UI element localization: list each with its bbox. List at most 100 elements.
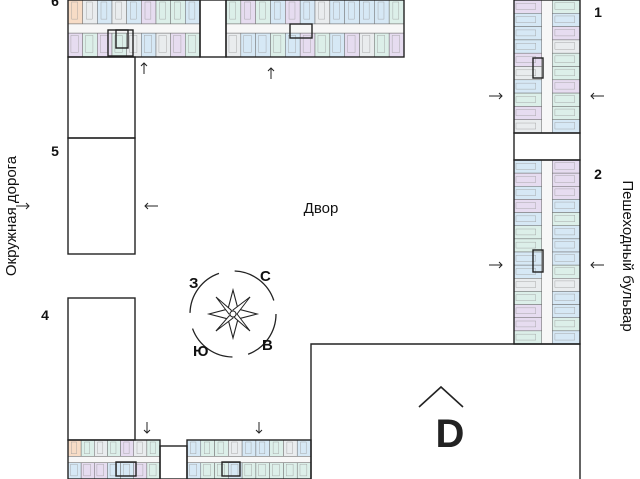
room-partition <box>258 35 267 53</box>
room-partition <box>392 1 400 20</box>
apartment-unit <box>255 439 270 457</box>
entrance-arrow <box>255 422 263 434</box>
room-partition <box>554 122 575 130</box>
room-partition <box>272 463 280 477</box>
room-partition <box>515 255 536 262</box>
apartment-unit <box>374 32 390 58</box>
room-partition <box>274 1 281 20</box>
room-partition <box>71 441 77 454</box>
room-partition <box>515 281 536 288</box>
room-partition <box>515 202 536 209</box>
apartment-unit <box>240 0 256 25</box>
room-partition <box>554 201 575 209</box>
room-partition <box>144 35 152 53</box>
apartment-unit <box>111 32 127 58</box>
room-partition <box>273 35 282 53</box>
room-partition <box>515 241 536 249</box>
room-partition <box>554 293 575 301</box>
room-partition <box>332 35 341 53</box>
room-partition <box>259 441 266 454</box>
apartment-unit <box>552 13 581 27</box>
right-road-label: Пешеходный бульвар <box>619 180 636 331</box>
apartment-unit <box>67 32 83 58</box>
apartment-unit <box>269 439 284 457</box>
entrance-arrow <box>140 62 148 74</box>
apartment-unit <box>186 462 202 479</box>
entrance-arrow <box>144 202 158 210</box>
apartment-unit <box>513 172 542 187</box>
apartment-unit <box>126 32 142 58</box>
apartment-unit <box>513 199 542 213</box>
compass-west: З <box>189 275 198 292</box>
room-partition <box>190 441 197 454</box>
apartment-unit <box>513 26 542 41</box>
room-partition <box>228 35 237 53</box>
apartment-unit <box>255 32 271 58</box>
compass-ring <box>189 270 277 358</box>
apartment-unit <box>111 0 127 25</box>
apartment-unit <box>82 32 98 58</box>
room-partition <box>554 108 575 116</box>
building-number-1: 1 <box>594 4 602 20</box>
room-partition <box>149 441 156 454</box>
room-partition <box>229 1 236 20</box>
apartment-unit <box>241 439 257 457</box>
apartment-plans <box>67 0 581 479</box>
apartment-unit <box>513 39 542 54</box>
apartment-unit <box>133 439 148 457</box>
corridor <box>67 456 161 463</box>
apartment-unit <box>552 186 581 200</box>
room-partition <box>554 267 575 275</box>
entrance-arrow <box>489 261 503 269</box>
apartment-unit <box>513 291 542 305</box>
logo-letter: D <box>436 412 465 456</box>
apartment-unit <box>552 92 581 107</box>
apartment-unit <box>225 32 242 58</box>
apartment-unit <box>552 39 581 54</box>
room-partition <box>100 1 108 20</box>
left-road-label: Окружная дорога <box>3 155 20 276</box>
room-partition <box>347 35 356 53</box>
room-partition <box>554 333 575 341</box>
apartment-unit <box>552 264 581 279</box>
room-partition <box>377 1 385 20</box>
apartment-unit <box>240 32 256 58</box>
apartment-unit <box>552 225 581 240</box>
building-5-north-section <box>67 56 136 139</box>
apartment-unit <box>296 439 312 457</box>
room-partition <box>515 176 536 183</box>
entrance-arrow <box>267 67 275 79</box>
building-1-2-gap <box>513 132 581 161</box>
building-5-south-section <box>67 137 136 255</box>
room-partition <box>515 333 536 341</box>
apartment-unit <box>155 32 171 58</box>
apartment-unit <box>200 462 215 479</box>
building-6-passage <box>199 0 227 58</box>
apartment-unit <box>513 0 542 14</box>
room-partition <box>204 441 210 454</box>
apartment-unit <box>552 119 581 134</box>
apartment-unit <box>185 0 201 25</box>
apartment-unit <box>513 225 542 240</box>
apartment-unit <box>552 291 581 305</box>
apartment-unit <box>225 0 242 25</box>
apartment-unit <box>228 439 243 457</box>
apartment-unit <box>552 26 581 41</box>
apartment-unit <box>67 439 82 457</box>
room-partition <box>258 463 266 477</box>
room-partition <box>244 1 251 20</box>
entrance-arrow <box>590 261 604 269</box>
room-partition <box>303 1 311 20</box>
apartment-unit <box>146 462 161 479</box>
room-partition <box>272 441 279 454</box>
apartment-unit <box>513 159 542 174</box>
room-partition <box>136 441 143 454</box>
room-partition <box>554 2 575 10</box>
apartment-unit <box>82 0 98 25</box>
room-partition <box>515 29 536 37</box>
apartment-unit <box>513 119 542 134</box>
room-partition <box>333 1 340 20</box>
apartment-unit <box>513 317 542 332</box>
room-partition <box>123 441 130 454</box>
courtyard-label: Двор <box>304 200 339 217</box>
